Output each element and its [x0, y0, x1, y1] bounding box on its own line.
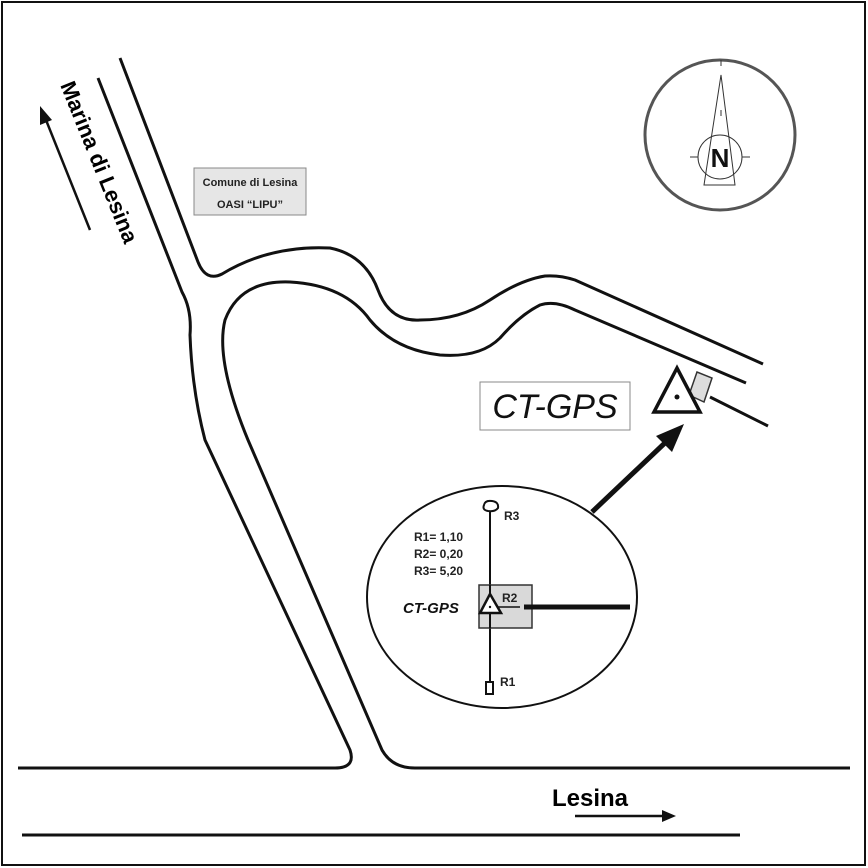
road-edge-inner-loop	[221, 280, 747, 770]
marina-direction: Marina di Lesina	[40, 78, 143, 247]
road-edge-upper	[118, 57, 764, 366]
triangle-station-icon-small	[477, 591, 504, 615]
detail-inset: R3 R2 R1 R1= 1,10 R2= 0,20 R3= 5,20 CT-G…	[366, 485, 638, 709]
r2-label: R2	[502, 591, 518, 605]
compass-needle	[703, 74, 736, 186]
station-marker	[651, 364, 713, 414]
r3-value: R3= 5,20	[414, 564, 463, 578]
r1-label: R1	[500, 675, 516, 689]
oasi-label: OASI “LIPU”	[217, 199, 283, 211]
lesina-direction: Lesina	[552, 785, 676, 822]
arrow-up-icon	[40, 106, 52, 125]
ct-gps-detail-label: CT-GPS	[403, 600, 459, 617]
lesina-label: Lesina	[552, 785, 629, 812]
arrow-up-right-icon	[656, 424, 684, 452]
ct-gps-callout: CT-GPS	[479, 381, 631, 431]
reference-point-r1-icon	[485, 681, 494, 695]
r2-value: R2= 0,20	[414, 547, 463, 561]
reference-point-r3-icon	[482, 499, 500, 513]
compass-ring	[643, 58, 797, 212]
comune-sign: Comune di Lesina OASI “LIPU”	[193, 167, 307, 216]
roads	[18, 57, 850, 837]
north-compass: N	[643, 58, 797, 212]
arrow-right-icon	[662, 810, 676, 822]
road-spur	[709, 395, 769, 428]
marina-arrow-line	[44, 119, 92, 231]
device-box-icon	[688, 371, 713, 404]
ct-gps-main-label: CT-GPS	[492, 388, 618, 426]
pointer-arrow-line	[590, 438, 670, 514]
triangle-station-icon	[651, 364, 703, 414]
comune-label: Comune di Lesina	[203, 177, 299, 189]
r3-label: R3	[504, 509, 520, 523]
road-edge-outer-left	[18, 77, 353, 770]
r1-value: R1= 1,10	[414, 530, 463, 544]
north-label: N	[711, 143, 730, 173]
